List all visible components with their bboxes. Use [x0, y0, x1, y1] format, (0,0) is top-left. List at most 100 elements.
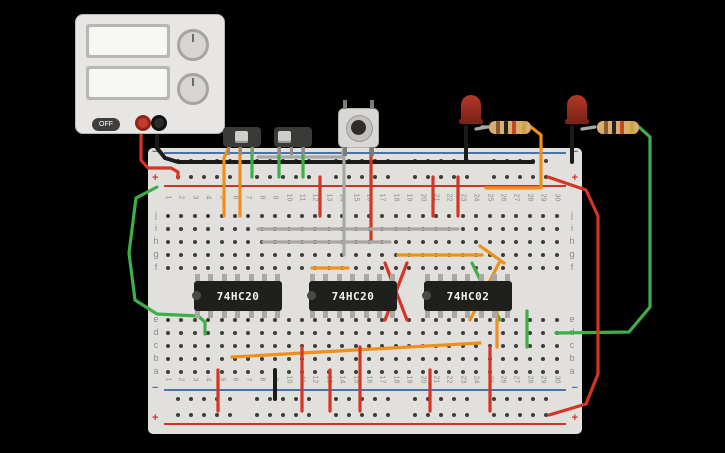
- breadboard-hole[interactable]: [334, 397, 338, 401]
- breadboard-hole[interactable]: [219, 214, 224, 218]
- breadboard-hole[interactable]: [273, 266, 278, 270]
- breadboard-hole[interactable]: [273, 357, 278, 361]
- breadboard-hole[interactable]: [460, 253, 465, 257]
- breadboard-hole[interactable]: [541, 214, 546, 218]
- breadboard-hole[interactable]: [487, 240, 492, 244]
- breadboard-hole[interactable]: [474, 240, 479, 244]
- breadboard-hole[interactable]: [380, 227, 385, 231]
- breadboard-hole[interactable]: [166, 370, 170, 374]
- breadboard-hole[interactable]: [393, 266, 398, 270]
- breadboard-hole[interactable]: [501, 331, 505, 335]
- breadboard-hole[interactable]: [447, 240, 452, 244]
- breadboard-hole[interactable]: [373, 397, 377, 401]
- breadboard-hole[interactable]: [215, 175, 219, 179]
- breadboard-hole[interactable]: [353, 318, 358, 322]
- breadboard-hole[interactable]: [259, 344, 264, 348]
- breadboard-hole[interactable]: [340, 344, 345, 348]
- breadboard-hole[interactable]: [487, 318, 492, 322]
- breadboard-hole[interactable]: [246, 266, 251, 270]
- breadboard-hole[interactable]: [380, 214, 385, 218]
- breadboard-hole[interactable]: [492, 159, 496, 163]
- breadboard-hole[interactable]: [474, 253, 479, 257]
- breadboard-hole[interactable]: [179, 344, 184, 348]
- breadboard-hole[interactable]: [255, 413, 259, 417]
- breadboard-hole[interactable]: [166, 253, 170, 257]
- breadboard-hole[interactable]: [554, 357, 559, 361]
- breadboard-hole[interactable]: [380, 253, 385, 257]
- breadboard-hole[interactable]: [487, 266, 492, 270]
- breadboard-hole[interactable]: [434, 318, 438, 322]
- breadboard-hole[interactable]: [505, 413, 509, 417]
- breadboard-hole[interactable]: [246, 318, 251, 322]
- breadboard-hole[interactable]: [192, 240, 197, 244]
- breadboard-hole[interactable]: [206, 370, 211, 374]
- breadboard-hole[interactable]: [367, 344, 371, 348]
- breadboard-hole[interactable]: [373, 159, 377, 163]
- breadboard-hole[interactable]: [460, 266, 465, 270]
- breadboard-hole[interactable]: [505, 397, 509, 401]
- breadboard-hole[interactable]: [179, 318, 184, 322]
- breadboard-hole[interactable]: [460, 370, 465, 374]
- breadboard-hole[interactable]: [281, 175, 285, 179]
- breadboard-hole[interactable]: [273, 331, 278, 335]
- breadboard-hole[interactable]: [460, 318, 465, 322]
- breadboard-hole[interactable]: [393, 318, 398, 322]
- breadboard-hole[interactable]: [300, 214, 304, 218]
- breadboard-hole[interactable]: [434, 331, 438, 335]
- breadboard-hole[interactable]: [259, 357, 264, 361]
- breadboard-hole[interactable]: [334, 159, 338, 163]
- breadboard-hole[interactable]: [413, 159, 417, 163]
- breadboard-hole[interactable]: [326, 331, 331, 335]
- breadboard-hole[interactable]: [300, 227, 304, 231]
- slide-switch-2[interactable]: [274, 127, 312, 155]
- breadboard-hole[interactable]: [179, 266, 184, 270]
- breadboard-hole[interactable]: [192, 253, 197, 257]
- breadboard-hole[interactable]: [386, 159, 390, 163]
- breadboard-hole[interactable]: [273, 214, 278, 218]
- breadboard-hole[interactable]: [439, 159, 443, 163]
- breadboard-hole[interactable]: [353, 253, 358, 257]
- breadboard-hole[interactable]: [307, 159, 311, 163]
- breadboard-hole[interactable]: [233, 253, 237, 257]
- breadboard-hole[interactable]: [233, 266, 237, 270]
- breadboard-hole[interactable]: [340, 240, 345, 244]
- breadboard-hole[interactable]: [544, 413, 548, 417]
- breadboard-hole[interactable]: [246, 214, 251, 218]
- breadboard-hole[interactable]: [460, 240, 465, 244]
- breadboard-hole[interactable]: [286, 357, 291, 361]
- breadboard-hole[interactable]: [294, 397, 298, 401]
- breadboard-hole[interactable]: [286, 318, 291, 322]
- breadboard-hole[interactable]: [447, 214, 452, 218]
- breadboard-hole[interactable]: [233, 318, 237, 322]
- breadboard-hole[interactable]: [501, 318, 505, 322]
- breadboard-hole[interactable]: [554, 318, 559, 322]
- breadboard-hole[interactable]: [166, 357, 170, 361]
- psu-power-button[interactable]: OFF: [92, 118, 120, 131]
- breadboard-hole[interactable]: [219, 331, 224, 335]
- breadboard-hole[interactable]: [286, 331, 291, 335]
- breadboard-hole[interactable]: [192, 357, 197, 361]
- breadboard-hole[interactable]: [452, 413, 456, 417]
- breadboard-hole[interactable]: [447, 331, 452, 335]
- breadboard-hole[interactable]: [541, 253, 546, 257]
- breadboard-hole[interactable]: [206, 227, 211, 231]
- breadboard-hole[interactable]: [527, 318, 532, 322]
- breadboard-hole[interactable]: [439, 175, 443, 179]
- breadboard-hole[interactable]: [452, 159, 456, 163]
- breadboard-hole[interactable]: [219, 357, 224, 361]
- ic-74hc02[interactable]: 74HC02: [422, 274, 512, 318]
- psu-current-knob[interactable]: [177, 73, 209, 105]
- breadboard-hole[interactable]: [176, 175, 180, 179]
- breadboard-hole[interactable]: [313, 318, 318, 322]
- breadboard-hole[interactable]: [353, 370, 358, 374]
- breadboard-hole[interactable]: [300, 318, 304, 322]
- breadboard-hole[interactable]: [420, 331, 425, 335]
- breadboard-hole[interactable]: [367, 253, 371, 257]
- breadboard-hole[interactable]: [206, 331, 211, 335]
- breadboard-hole[interactable]: [407, 253, 412, 257]
- breadboard-hole[interactable]: [518, 159, 522, 163]
- breadboard-hole[interactable]: [313, 331, 318, 335]
- breadboard-hole[interactable]: [447, 370, 452, 374]
- breadboard-hole[interactable]: [531, 159, 535, 163]
- breadboard-hole[interactable]: [434, 227, 438, 231]
